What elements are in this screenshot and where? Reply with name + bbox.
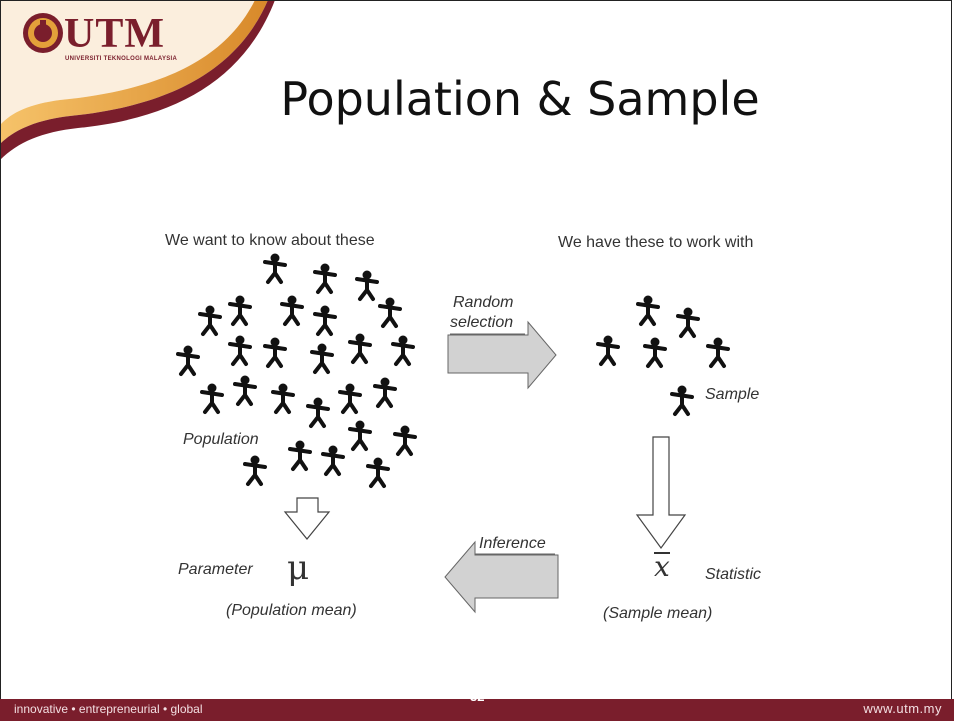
page-title: Population & Sample: [280, 72, 760, 126]
down-arrow-left-icon: [283, 497, 331, 540]
utm-emblem-icon: [23, 13, 63, 53]
logo-text: UTM: [64, 11, 165, 57]
sample-mean-label: (Sample mean): [603, 605, 713, 622]
logo-subtitle: UNIVERSITI TEKNOLOGI MALAYSIA: [65, 56, 178, 62]
population-mean-label: (Population mean): [226, 602, 357, 619]
x-bar-symbol: x: [654, 550, 670, 583]
parameter-label: Parameter: [178, 561, 253, 578]
random-selection-arrow-icon: [447, 320, 557, 390]
left-heading: We want to know about these: [165, 232, 375, 249]
statistic-label: Statistic: [705, 566, 762, 583]
down-arrow-right-icon: [635, 436, 687, 550]
footer-website: www.utm.my: [863, 701, 942, 716]
header-swoosh: [0, 0, 275, 160]
page-number: 32: [470, 689, 485, 704]
inference-arrow-icon: [444, 540, 559, 614]
right-heading: We have these to work with: [558, 234, 754, 251]
sample-label: Sample: [705, 386, 760, 403]
footer-tagline: innovative • entrepreneurial • global: [14, 702, 203, 716]
mu-symbol: μ: [287, 548, 310, 588]
diagram-graphics: [176, 251, 730, 614]
random-label-line2: selection: [450, 314, 514, 331]
inference-label: Inference: [479, 535, 546, 552]
population-label: Population: [183, 431, 259, 448]
random-label-line1: Random: [453, 294, 514, 311]
footer-bar: innovative • entrepreneurial • global ww…: [0, 699, 954, 721]
slide-border: [0, 0, 952, 700]
